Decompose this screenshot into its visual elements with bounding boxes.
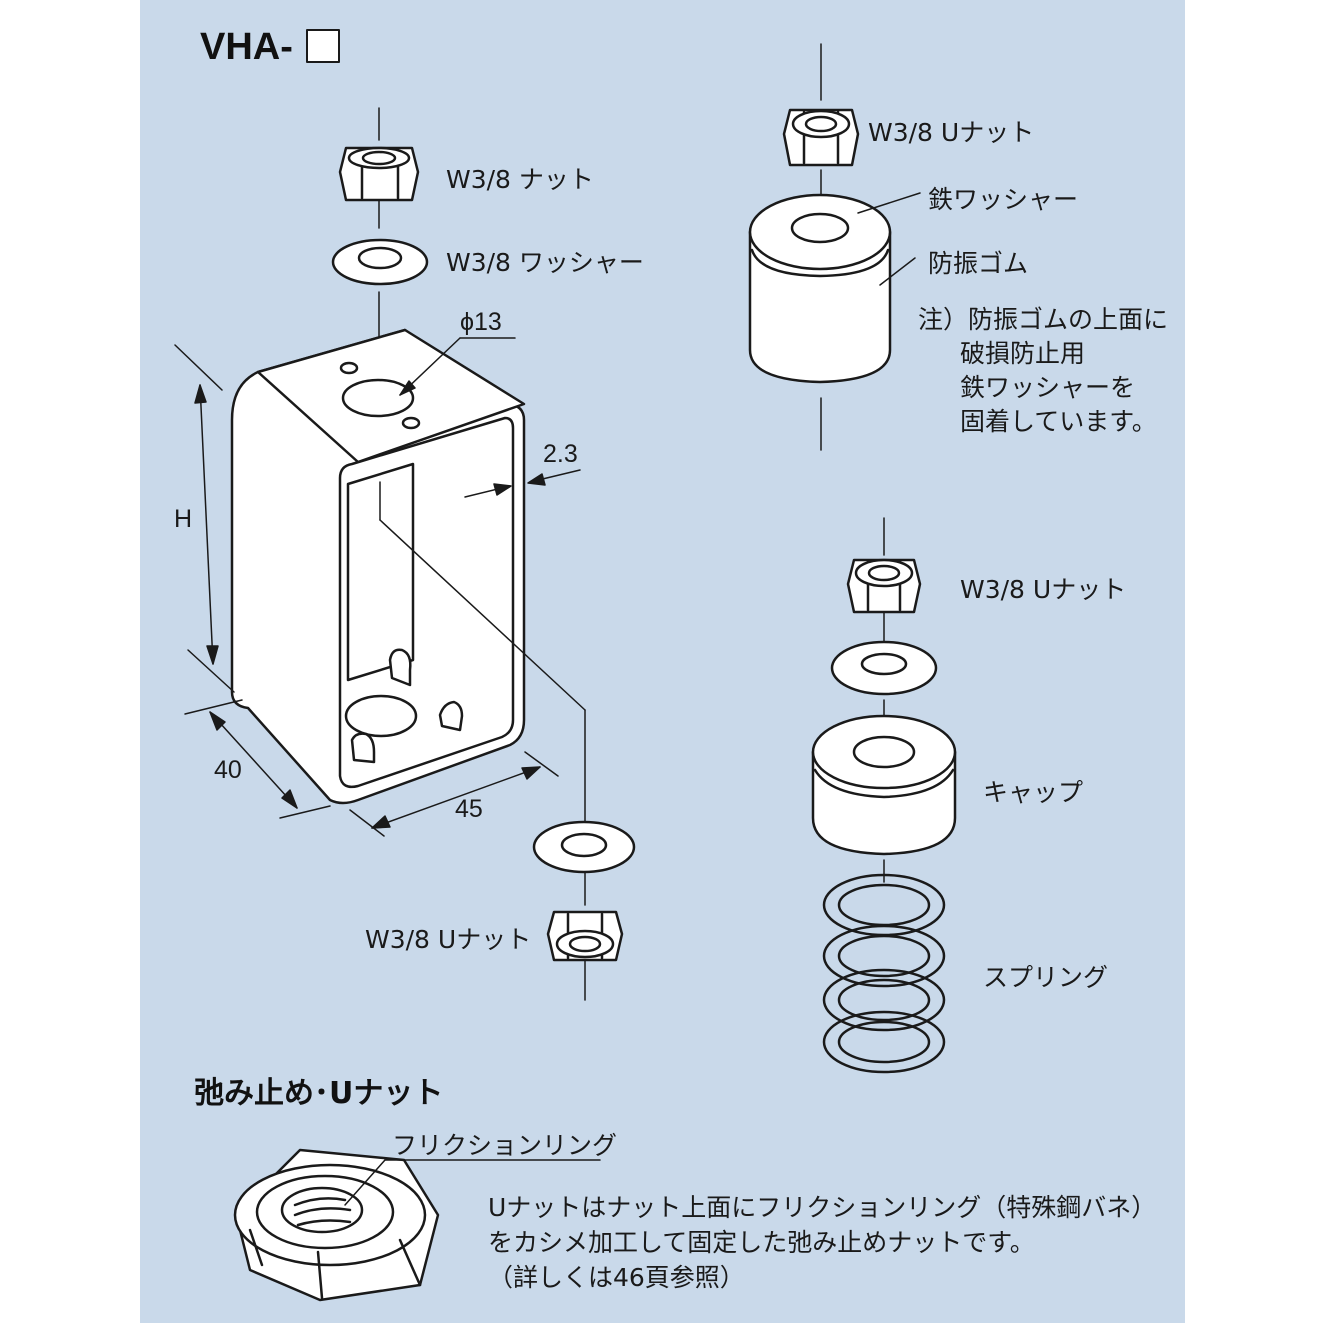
label-friction-ring: フリクションリング: [392, 1131, 618, 1160]
description-line-3: （詳しくは46頁参照）: [488, 1263, 745, 1292]
spring: [822, 859, 946, 1074]
rubber-mount: [748, 192, 921, 384]
section-title: 弛み止め･Uナット: [194, 1076, 444, 1111]
label-spring: スプリング: [983, 963, 1109, 992]
washer-bottom: [532, 820, 636, 874]
label-iron-washer: 鉄ワッシャー: [928, 185, 1079, 214]
label-dim-h: H: [174, 505, 193, 533]
label-phi13: ϕ13: [460, 308, 502, 336]
note-line-4: 固着しています。: [960, 407, 1157, 436]
note-block: 注）防振ゴムの上面に 破損防止用 鉄ワッシャーを 固着しています。: [918, 303, 1168, 439]
title-square: [306, 29, 340, 63]
dimension-lines: [174, 337, 586, 1001]
cap: [811, 714, 957, 856]
label-rubber: 防振ゴム: [928, 249, 1029, 278]
u-nut-detail: [233, 1148, 440, 1302]
u-nut-top-right: [782, 108, 860, 167]
label-unut-top-right: W3/8 Uナット: [868, 118, 1035, 147]
u-nut-spring: [846, 558, 922, 614]
bracket-body: [230, 328, 526, 805]
note-line-1: 注）防振ゴムの上面に: [918, 305, 1169, 334]
note-line-2: 破損防止用: [960, 339, 1086, 368]
label-unut-spring: W3/8 Uナット: [960, 575, 1127, 604]
washer-left: [331, 238, 429, 286]
label-cap: キャップ: [983, 778, 1084, 807]
label-washer-w38: W3/8 ワッシャー: [446, 248, 644, 277]
label-dim-2-3: 2.3: [543, 440, 578, 468]
washer-spring: [830, 640, 938, 696]
model-title: VHA-: [200, 26, 293, 68]
description-line-1: Uナットはナット上面にフリクションリング（特殊鋼バネ）: [488, 1193, 1157, 1222]
description-line-2: をカシメ加工して固定した弛み止めナットです。: [488, 1228, 1035, 1257]
friction-ring-leader: [344, 1159, 601, 1206]
hex-nut-left: [338, 146, 420, 202]
u-nut-bottom: [546, 910, 624, 962]
note-line-3: 鉄ワッシャーを: [960, 373, 1136, 402]
description-block: Uナットはナット上面にフリクションリング（特殊鋼バネ） をカシメ加工して固定した…: [488, 1190, 1156, 1295]
label-dim-45: 45: [455, 795, 483, 823]
label-dim-40: 40: [214, 756, 242, 784]
label-unut-bottom: W3/8 Uナット: [365, 925, 532, 954]
label-nut-w38: W3/8 ナット: [446, 165, 594, 194]
